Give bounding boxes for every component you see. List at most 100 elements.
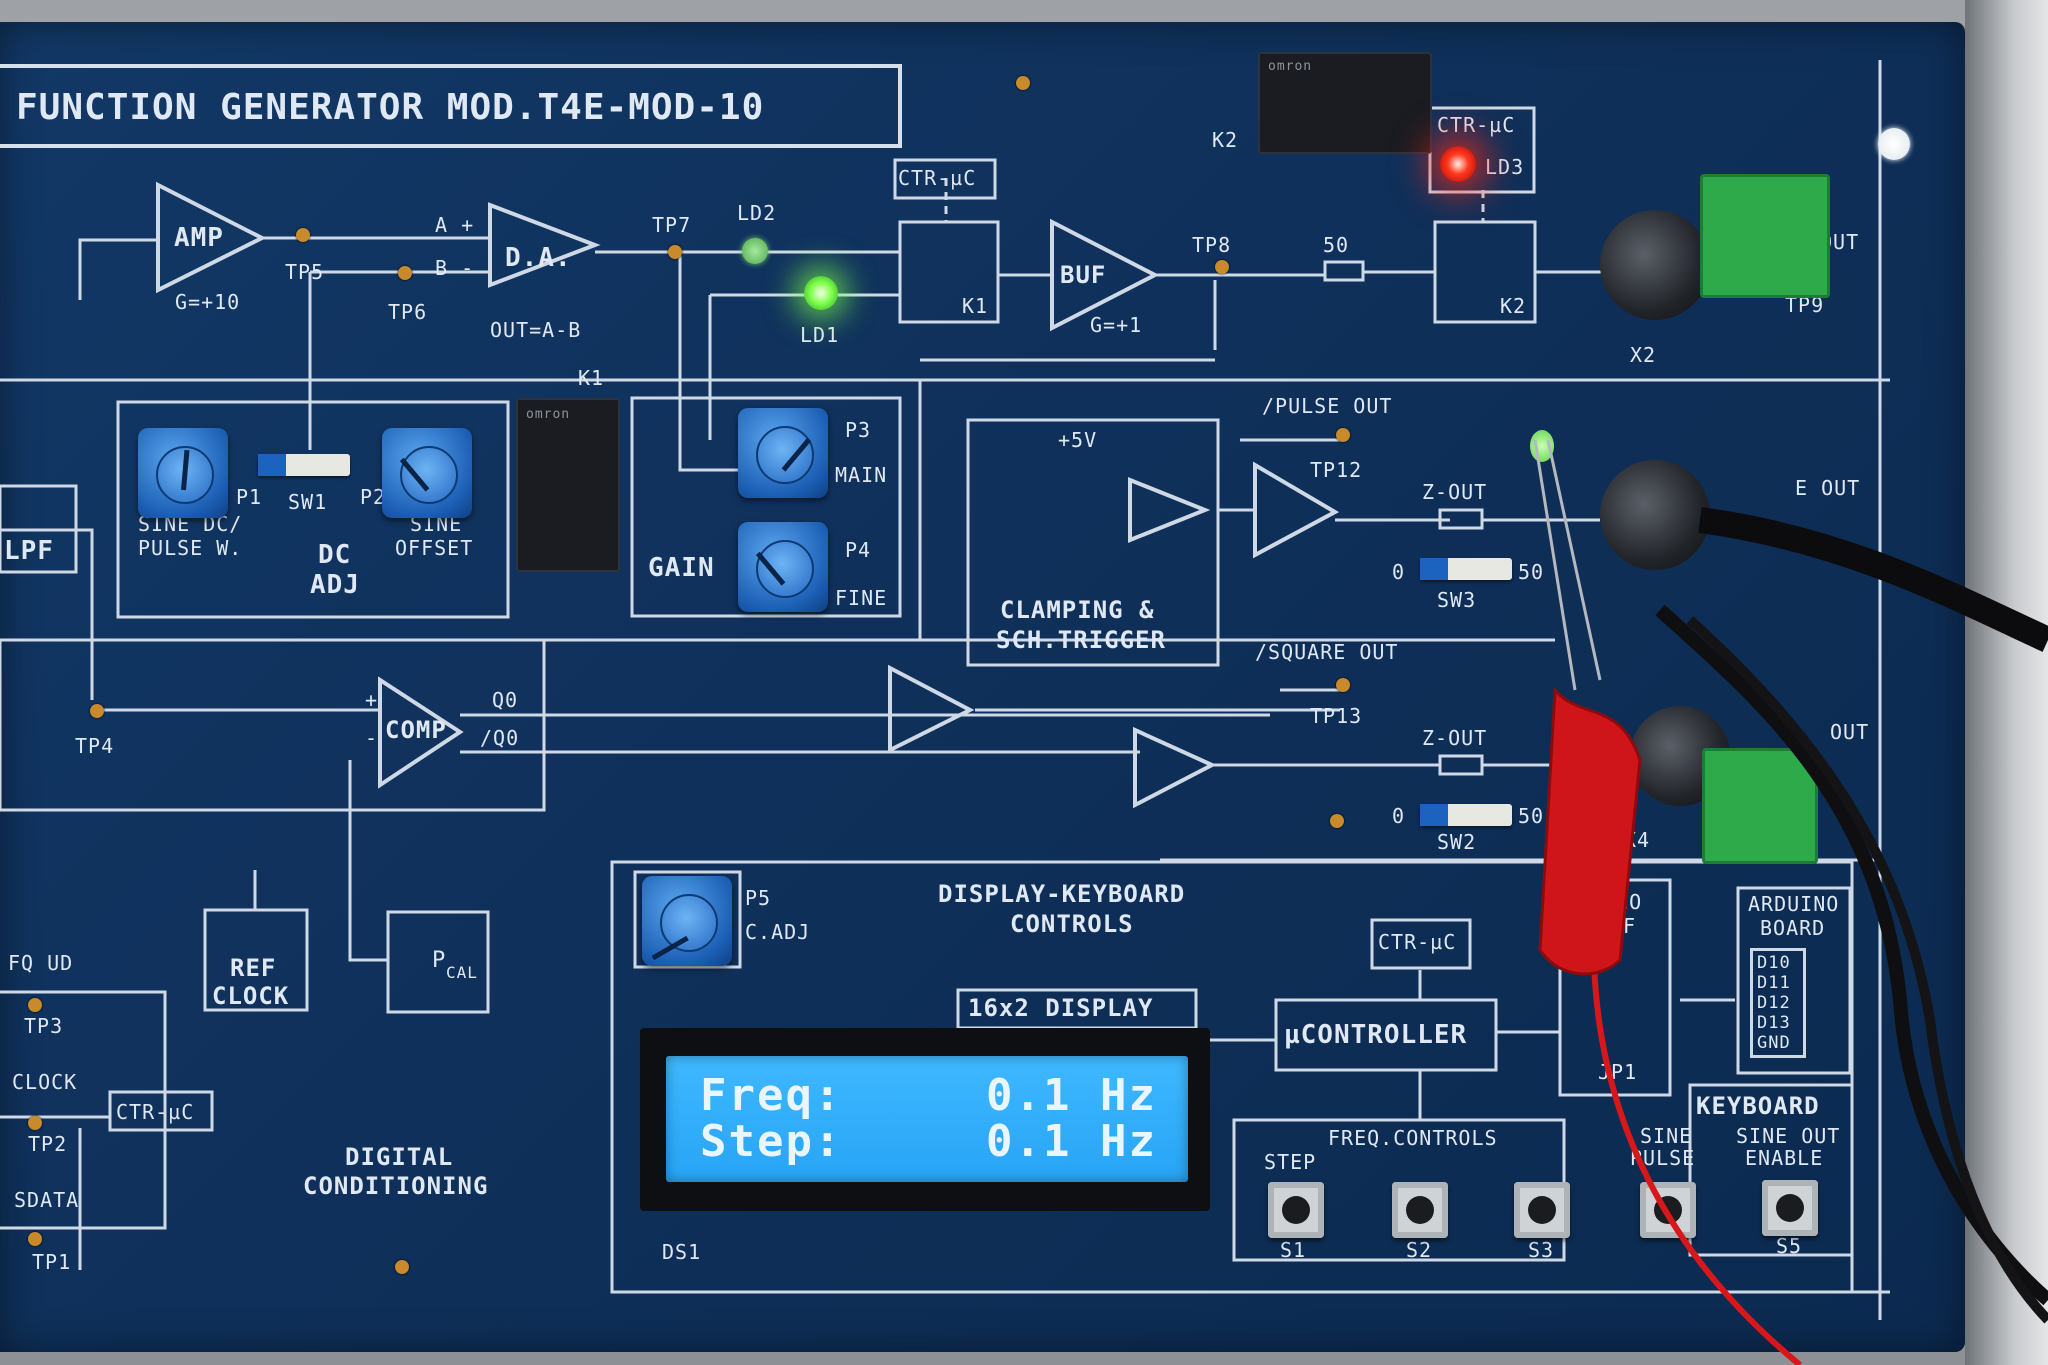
arduino-board-label: BOARD bbox=[1760, 916, 1826, 940]
da-out-label: OUT=A-B bbox=[490, 318, 582, 342]
clock-label: CLOCK bbox=[12, 1070, 78, 1094]
ctr-uc-label-2: CTR-µC bbox=[1437, 113, 1516, 137]
sine-label: SINE bbox=[410, 512, 463, 536]
comp-minus-label: - bbox=[365, 726, 379, 750]
sw1-label: SW1 bbox=[288, 490, 328, 514]
bnc-jack-sine[interactable] bbox=[1600, 460, 1710, 570]
bnc-jack-x2[interactable] bbox=[1600, 210, 1710, 320]
lcd-display: Freq: 0.1 Hz Step: 0.1 Hz bbox=[640, 1028, 1210, 1211]
lcd-step-label: Step: bbox=[700, 1116, 843, 1167]
tp2-label: TP2 bbox=[28, 1132, 68, 1156]
comp-plus-label: + bbox=[365, 688, 379, 712]
switch-sw2[interactable] bbox=[1420, 804, 1512, 826]
up-button-s3[interactable] bbox=[1514, 1182, 1570, 1238]
adj-label: ADJ bbox=[310, 570, 360, 600]
gain-label: GAIN bbox=[648, 553, 715, 583]
ld2-label: LD2 bbox=[737, 201, 777, 225]
title-text: FUNCTION GENERATOR MOD.T4E-MOD-10 bbox=[16, 87, 765, 128]
buf-gain-label: G=+1 bbox=[1090, 313, 1143, 337]
relay-k1: omron bbox=[516, 398, 620, 572]
ld1-label: LD1 bbox=[800, 323, 840, 347]
led-ld3 bbox=[1440, 146, 1476, 182]
tp13-label: TP13 bbox=[1310, 704, 1363, 728]
zero2-label: 0 bbox=[1392, 804, 1406, 828]
ctr-uc-label-4: CTR-µC bbox=[116, 1100, 195, 1124]
freq-controls-label: FREQ.CONTROLS bbox=[1328, 1126, 1498, 1150]
ctr-uc-label-1: CTR-µC bbox=[898, 166, 977, 190]
x2-label: X2 bbox=[1630, 343, 1657, 367]
test-point-tp6[interactable] bbox=[398, 266, 412, 280]
amp-gain-label: G=+10 bbox=[175, 290, 241, 314]
controls-label: CONTROLS bbox=[1010, 910, 1134, 938]
display16-label: 16x2 DISPLAY bbox=[968, 994, 1154, 1022]
terminal-block-x2[interactable] bbox=[1700, 174, 1830, 298]
down-button-s2[interactable] bbox=[1392, 1182, 1448, 1238]
q0bar-label: /Q0 bbox=[480, 726, 520, 750]
s1-label: S1 bbox=[1280, 1238, 1307, 1262]
potentiometer-p2[interactable] bbox=[382, 428, 472, 518]
test-point-tp12[interactable] bbox=[1336, 428, 1350, 442]
fq-ud-label: FQ UD bbox=[8, 951, 74, 975]
step-button-s1[interactable] bbox=[1268, 1182, 1324, 1238]
lcd-freq-label: Freq: bbox=[700, 1070, 843, 1121]
amp-label: AMP bbox=[174, 223, 224, 253]
switch-sw1[interactable] bbox=[258, 454, 350, 476]
sdata-label: SDATA bbox=[14, 1188, 80, 1212]
arduino-pin-list: D10 D11 D12 D13 GND bbox=[1750, 948, 1806, 1058]
k1-label: K1 bbox=[962, 294, 989, 318]
test-point-tp13[interactable] bbox=[1336, 678, 1350, 692]
lcd-freq-value: 0.1 Hz bbox=[986, 1070, 1157, 1121]
ds1-label: DS1 bbox=[662, 1240, 702, 1264]
switch-sw3[interactable] bbox=[1420, 558, 1512, 580]
p3-label: P3 bbox=[845, 418, 872, 442]
potentiometer-p5-cadj[interactable] bbox=[642, 876, 732, 966]
p5-label: P5 bbox=[745, 886, 772, 910]
offset-label: OFFSET bbox=[395, 536, 474, 560]
test-point-tp5[interactable] bbox=[296, 228, 310, 242]
k2-relay-label: K2 bbox=[1212, 128, 1239, 152]
pulse-out-label: /PULSE OUT bbox=[1262, 394, 1393, 418]
plus5v-label: +5V bbox=[1058, 428, 1098, 452]
fine-label: FINE bbox=[835, 586, 888, 610]
pcal-p-label: P bbox=[432, 948, 447, 973]
digital-label: DIGITAL bbox=[345, 1143, 454, 1171]
terminal-block-x4[interactable] bbox=[1702, 748, 1818, 864]
p2-label: P2 bbox=[360, 485, 387, 509]
sine-out-enable-button-s5[interactable] bbox=[1762, 1180, 1818, 1236]
potentiometer-p1[interactable] bbox=[138, 428, 228, 518]
keyboard-label: KEYBOARD bbox=[1696, 1092, 1820, 1120]
out-label-3: OUT bbox=[1830, 720, 1870, 744]
led-ld2 bbox=[742, 238, 768, 264]
test-point-tp2[interactable] bbox=[28, 1116, 42, 1130]
potentiometer-p3-main[interactable] bbox=[738, 408, 828, 498]
pin-d13: D13 bbox=[1757, 1013, 1791, 1033]
tp12-label: TP12 bbox=[1310, 458, 1363, 482]
da-label: D.A. bbox=[505, 243, 572, 273]
potentiometer-p4-fine[interactable] bbox=[738, 522, 828, 612]
a-plus-label: A + bbox=[435, 213, 475, 237]
s2-label: S2 bbox=[1406, 1238, 1433, 1262]
test-point-tp8[interactable] bbox=[1215, 260, 1229, 274]
led-clear bbox=[1878, 128, 1910, 160]
test-point-tp4[interactable] bbox=[90, 704, 104, 718]
lcd-step-value: 0.1 Hz bbox=[986, 1116, 1157, 1167]
test-point-tp7[interactable] bbox=[668, 245, 682, 259]
tp8-label: TP8 bbox=[1192, 233, 1232, 257]
test-point-gnd-mid[interactable] bbox=[1330, 814, 1344, 828]
test-point-tp3[interactable] bbox=[28, 998, 42, 1012]
out-label-2: E OUT bbox=[1795, 476, 1861, 500]
fifty1-label: 50 bbox=[1518, 560, 1545, 584]
tp7-label: TP7 bbox=[652, 213, 692, 237]
relay-k2: omron bbox=[1258, 52, 1432, 154]
dc-label: DC bbox=[318, 540, 352, 570]
test-point-gnd-bottom[interactable] bbox=[395, 1260, 409, 1274]
pin-d12: D12 bbox=[1757, 993, 1791, 1013]
test-point-gnd-top[interactable] bbox=[1016, 76, 1030, 90]
test-point-tp1[interactable] bbox=[28, 1232, 42, 1246]
tp3-label: TP3 bbox=[24, 1014, 64, 1038]
conditioning-label: CONDITIONING bbox=[303, 1172, 489, 1200]
pin-gnd: GND bbox=[1757, 1033, 1791, 1053]
sine-out-key-label: SINE OUT bbox=[1736, 1124, 1841, 1148]
